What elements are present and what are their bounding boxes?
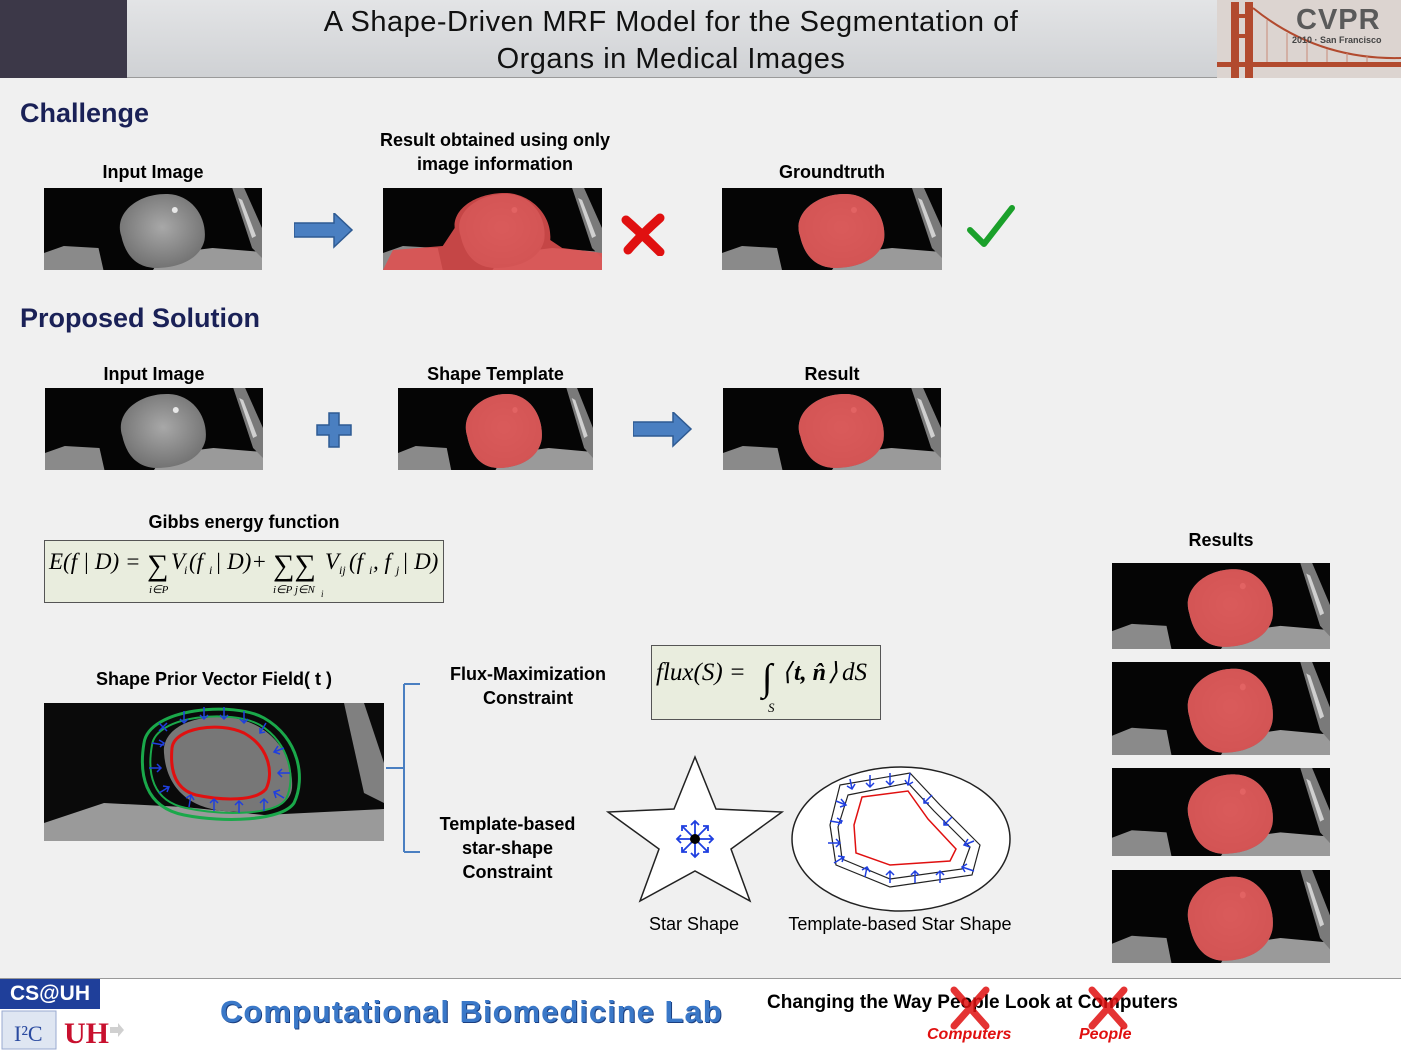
result-image-1 (1112, 563, 1330, 649)
shape-template-label: Shape Template (427, 364, 564, 384)
result-image-3 (1112, 768, 1330, 856)
svg-text:i: i (184, 563, 187, 577)
golden-gate-bridge-icon (1217, 0, 1401, 78)
svg-text:UH: UH (64, 1017, 109, 1050)
header-bar (0, 0, 1401, 78)
arrow-right-icon (293, 212, 354, 254)
shape-template-image (398, 388, 593, 470)
lab-name: Computational Biomedicine Lab (220, 994, 723, 1029)
flux-label: Flux-Maximization Constraint (430, 662, 626, 710)
svg-text:(f: (f (349, 549, 367, 574)
svg-text:, f: , f (373, 549, 395, 574)
groundtruth-label: Groundtruth (779, 162, 885, 182)
svg-text:∑∑: ∑∑ (273, 549, 316, 582)
star-label-line-3: Constraint (462, 862, 553, 882)
cross-icon (620, 212, 668, 261)
svg-text:(f: (f (189, 549, 207, 574)
plus-icon (316, 412, 352, 453)
star-label-line-2: star-shape (461, 838, 554, 858)
correction-word-1: Computers (927, 1026, 1012, 1043)
svg-text:ij: ij (339, 563, 346, 577)
checkmark-icon (966, 204, 1016, 255)
svg-text:t, n̂: t, n̂ (794, 660, 826, 686)
vector-field-label: Shape Prior Vector Field( t ) (95, 669, 333, 689)
cs-uh-logo: CS@UH (0, 979, 100, 1009)
challenge-input-image (44, 188, 262, 270)
results-label: Results (1188, 530, 1254, 550)
flux-equation-render: flux(S) = ∫ S ⟨ t, n̂ ⟩ dS (656, 657, 868, 715)
cvpr-wordmark: CVPR (1296, 4, 1381, 36)
star-label-line-1: Template-based (439, 814, 576, 834)
template-star-diagram (790, 765, 1012, 918)
correction-word-2: People (1079, 1026, 1132, 1043)
challenge-result-label-line-1: Result obtained using only (379, 130, 610, 150)
vector-field-image (44, 703, 384, 841)
svg-text:| D)+: | D)+ (215, 549, 267, 574)
solution-heading: Proposed Solution (20, 303, 260, 333)
svg-text:⟨: ⟨ (782, 659, 795, 686)
arrow-right-icon-2 (632, 411, 693, 453)
star-shape-caption: Star Shape (648, 914, 740, 934)
bracket-connector (384, 682, 424, 859)
svg-text:V: V (325, 549, 342, 574)
groundtruth-image (722, 188, 942, 270)
svg-text:V: V (171, 549, 188, 574)
svg-text:S: S (768, 700, 775, 715)
svg-text:i∈P: i∈P (149, 584, 169, 596)
svg-text:∑: ∑ (147, 549, 168, 582)
svg-text:flux(S) =: flux(S) = (656, 659, 746, 686)
svg-text:⟩: ⟩ (828, 659, 838, 686)
challenge-result-image (383, 188, 602, 270)
solution-result-label: Result (804, 364, 860, 384)
solution-result-image (723, 388, 941, 470)
solution-input-label: Input Image (103, 364, 205, 384)
title-line-1: A Shape-Driven MRF Model for the Segment… (323, 6, 1019, 38)
result-image-4 (1112, 870, 1330, 963)
challenge-result-label: Result obtained using only image informa… (355, 128, 635, 176)
footer-bar (0, 978, 1401, 1050)
cross-out-icon-2 (1086, 986, 1130, 1035)
svg-text:i: i (321, 589, 324, 599)
challenge-input-label: Input Image (102, 162, 204, 182)
flux-label-line-1: Flux-Maximization (449, 664, 606, 684)
cross-out-icon-1 (948, 986, 992, 1035)
university-logo-icon: I²C UH (0, 1009, 130, 1050)
template-star-caption: Template-based Star Shape (788, 914, 1012, 934)
cvpr-logo (1217, 0, 1401, 78)
svg-text:j: j (394, 563, 400, 577)
svg-text:dS: dS (842, 659, 868, 686)
flux-equation-box: flux(S) = ∫_S ⟨t, n̂⟩ dS flux(S) = ∫ S ⟨… (651, 645, 881, 720)
svg-text:E(f | D) =: E(f | D) = (48, 549, 140, 574)
result-image-2 (1112, 662, 1330, 755)
header-accent-block (0, 0, 127, 78)
gibbs-label: Gibbs energy function (148, 512, 340, 532)
svg-text:I²C: I²C (14, 1021, 43, 1046)
cvpr-subtitle: 2010 · San Francisco (1292, 35, 1382, 45)
challenge-heading: Challenge (20, 98, 150, 128)
gibbs-equation-box: E(f | D) = Σ_{i∈P} V_i(f_i | D) + Σ_{i∈P… (44, 540, 444, 603)
svg-text:∫: ∫ (760, 657, 775, 701)
svg-text:i: i (209, 563, 212, 577)
gibbs-equation-render: E(f | D) = ∑ i∈P V i (f i | D)+ ∑∑ i∈P j… (48, 549, 438, 599)
svg-text:i∈P j∈N: i∈P j∈N (273, 584, 316, 596)
flux-label-line-2: Constraint (483, 688, 573, 708)
svg-text:| D): | D) (402, 549, 438, 574)
solution-input-image (45, 388, 263, 470)
title-line-2: Organs in Medical Images (496, 43, 846, 75)
svg-text:i: i (369, 563, 372, 577)
star-shape-diagram (605, 754, 785, 908)
star-constraint-label: Template-based star-shape Constraint (420, 812, 595, 884)
poster-title: A Shape-Driven MRF Model for the Segment… (200, 4, 1142, 78)
challenge-result-label-line-2: image information (416, 154, 573, 174)
